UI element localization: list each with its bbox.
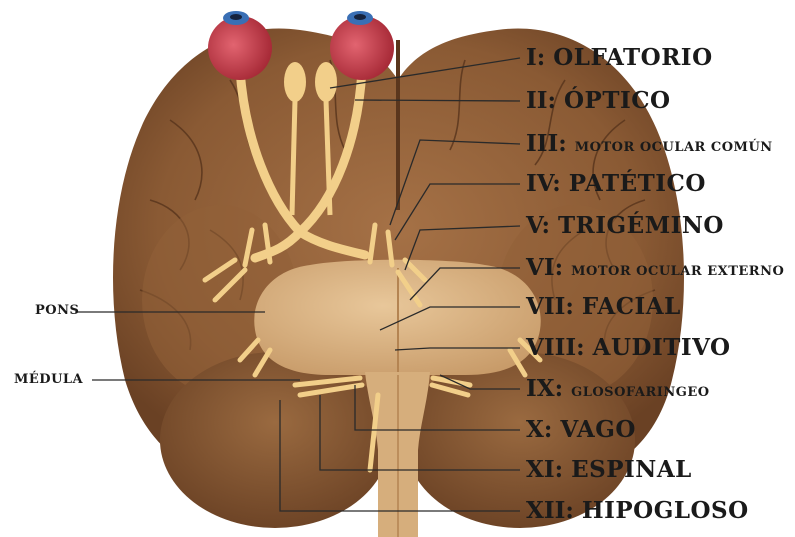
leader-line	[320, 395, 520, 470]
nerve-label-5: V: TRIGÉMINO	[526, 214, 724, 237]
nerve-label-12: XII: HIPOGLOSO	[526, 499, 749, 522]
leader-line	[355, 100, 520, 101]
nerve-numeral: VIII:	[526, 334, 593, 361]
leader-line	[395, 184, 520, 240]
leader-line	[355, 385, 520, 430]
nerve-numeral: I:	[526, 44, 553, 71]
nerve-name: MOTOR OCULAR COMÚN	[575, 140, 773, 155]
nerve-label-2: II: ÓPTICO	[526, 89, 671, 112]
nerve-name: FACIAL	[582, 293, 681, 320]
nerve-name: TRIGÉMINO	[558, 212, 724, 239]
leader-line	[440, 375, 520, 389]
nerve-numeral: XI:	[526, 456, 571, 483]
nerve-label-8: VIII: AUDITIVO	[526, 336, 731, 359]
nerve-numeral: II:	[526, 87, 564, 114]
nerve-numeral: VII:	[526, 293, 582, 320]
leader-line	[405, 226, 520, 270]
nerve-name: OLFATORIO	[553, 44, 712, 71]
nerve-numeral: VI:	[526, 254, 571, 281]
nerve-label-11: XI: ESPINAL	[526, 458, 692, 481]
leader-line	[330, 58, 520, 88]
nerve-label-6: VI: MOTOR OCULAR EXTERNO	[526, 256, 784, 279]
nerve-name: MOTOR OCULAR EXTERNO	[571, 264, 784, 279]
nerve-label-3: III: MOTOR OCULAR COMÚN	[526, 132, 773, 155]
nerve-numeral: IV:	[526, 170, 569, 197]
nerve-numeral: X:	[526, 416, 560, 443]
nerve-numeral: III:	[526, 130, 575, 157]
medula-label: MÉDULA	[14, 373, 83, 386]
nerve-label-4: IV: PATÉTICO	[526, 172, 706, 195]
nerve-name: HIPOGLOSO	[582, 497, 749, 524]
leader-line	[410, 268, 520, 300]
leader-line	[390, 140, 520, 225]
leader-line	[280, 400, 520, 511]
nerve-name: AUDITIVO	[593, 334, 731, 361]
nerve-name: VAGO	[560, 416, 636, 443]
nerve-numeral: IX:	[526, 375, 571, 402]
nerve-label-9: IX: GLOSOFARINGEO	[526, 377, 710, 400]
nerve-label-1: I: OLFATORIO	[526, 46, 713, 69]
nerve-name: ESPINAL	[571, 456, 692, 483]
nerve-numeral: XII:	[526, 497, 582, 524]
nerve-label-7: VII: FACIAL	[526, 295, 681, 318]
leader-line	[395, 348, 520, 350]
pons-label: PONS	[35, 304, 79, 317]
nerve-name: ÓPTICO	[564, 87, 671, 114]
nerve-numeral: V:	[526, 212, 558, 239]
leader-line	[380, 307, 520, 330]
nerve-label-10: X: VAGO	[526, 418, 636, 441]
nerve-name: PATÉTICO	[569, 170, 706, 197]
nerve-name: GLOSOFARINGEO	[571, 385, 709, 400]
